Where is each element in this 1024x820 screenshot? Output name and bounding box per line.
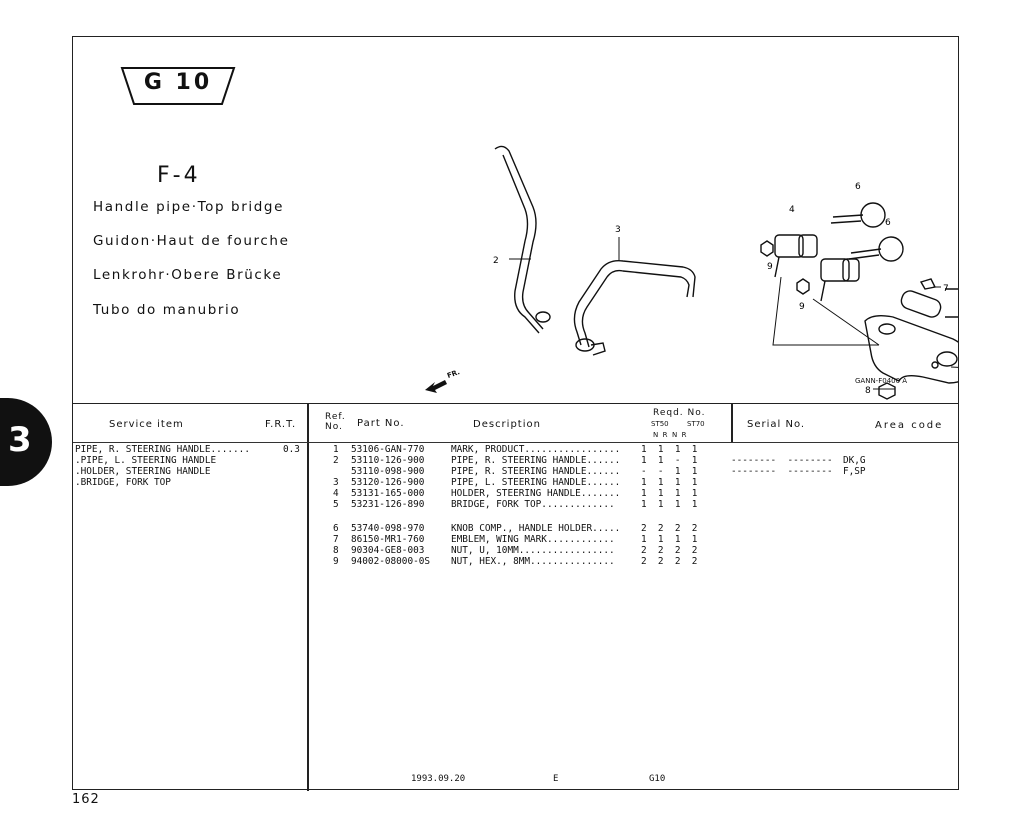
serial-no-header: Serial No. xyxy=(747,419,806,430)
part-description: MARK, PRODUCT................. xyxy=(451,444,621,455)
handle-pipe-right-drawing xyxy=(494,145,544,330)
part-number: 53231-126-890 xyxy=(351,499,425,510)
part-label-9a: 9 xyxy=(767,262,773,272)
part-label-2: 2 xyxy=(493,256,499,266)
title-french: Guidon·Haut de fourche xyxy=(93,233,290,249)
part-number: 86150-MR1-760 xyxy=(351,534,425,545)
part-area-code: DK,G xyxy=(843,455,866,466)
part-number: 94002-08000-0S xyxy=(351,556,431,567)
group-badge-label: G 10 xyxy=(143,70,213,95)
part-description: PIPE, L. STEERING HANDLE...... xyxy=(451,477,621,488)
part-quantity: 1 1 1 1 xyxy=(641,534,698,545)
illustration-reference-code: GANN-F0400 A xyxy=(855,377,908,385)
section-tab-number: 3 xyxy=(8,420,32,460)
handle-pipe-left-drawing xyxy=(573,259,696,346)
frt-header: F.R.T. xyxy=(265,419,297,430)
part-ref: 5 xyxy=(333,499,339,510)
front-direction-mark: FR. xyxy=(423,368,463,395)
model-a-header: ST50 xyxy=(651,420,669,428)
part-ref: 2 xyxy=(333,455,339,466)
nr-subheader: N R N R xyxy=(653,431,687,439)
part-ref: 7 xyxy=(333,534,339,545)
ref-no-header-top: Ref. xyxy=(325,412,346,422)
part-ref: 8 xyxy=(333,545,339,556)
parts-catalog-page: G 10 F-4 Handle pipe·Top bridge Guidon·H… xyxy=(72,36,959,791)
part-label-4: 4 xyxy=(789,205,795,215)
part-number: 53110-126-900 xyxy=(351,455,425,466)
part-quantity: 1 1 - 1 xyxy=(641,455,698,466)
part-ref: 1 xyxy=(333,444,339,455)
part-description: KNOB COMP., HANDLE HOLDER..... xyxy=(451,523,621,534)
part-description: BRIDGE, FORK TOP............. xyxy=(451,499,615,510)
column-divider xyxy=(307,403,309,791)
part-label-3: 3 xyxy=(615,225,621,235)
column-divider xyxy=(731,403,733,443)
header-divider xyxy=(73,442,958,443)
exploded-parts-diagram: 1 2 3 4 5 6 6 7 8 9 9 xyxy=(493,145,958,400)
part-label-6b: 6 xyxy=(885,218,891,228)
part-quantity: 2 2 2 2 xyxy=(641,556,698,567)
service-item-header: Service item xyxy=(109,419,184,430)
footer-group-code: G10 xyxy=(649,774,666,784)
title-english: Handle pipe·Top bridge xyxy=(93,199,284,215)
footer-edition: E xyxy=(553,774,559,784)
reqd-no-header: Reqd. No. xyxy=(653,408,706,418)
group-badge: G 10 xyxy=(119,67,237,105)
fork-top-bridge-drawing xyxy=(864,314,958,384)
ref-no-header-bottom: No. xyxy=(325,422,343,432)
part-quantity: 1 1 1 1 xyxy=(641,499,698,510)
part-number: 53110-098-900 xyxy=(351,466,425,477)
part-area-code: F,SP xyxy=(843,466,866,477)
part-description: NUT, HEX., 8MM............... xyxy=(451,556,615,567)
service-item-row: .BRIDGE, FORK TOP xyxy=(75,477,171,488)
part-description: NUT, U, 10MM................. xyxy=(451,545,615,556)
service-item-row: PIPE, R. STEERING HANDLE....... xyxy=(75,444,250,455)
part-quantity: - - 1 1 xyxy=(641,466,698,477)
part-serial: -------- -------- xyxy=(731,455,833,466)
service-item-row: .HOLDER, STEERING HANDLE xyxy=(75,466,211,477)
part-description: HOLDER, STEERING HANDLE....... xyxy=(451,488,621,499)
part-description: PIPE, R. STEERING HANDLE...... xyxy=(451,466,621,477)
part-label-8: 8 xyxy=(865,386,871,396)
page-number: 162 xyxy=(72,792,100,807)
title-german: Lenkrohr·Obere Brücke xyxy=(93,267,283,283)
title-portuguese: Tubo do manubrio xyxy=(93,302,241,318)
area-code-header: Area code xyxy=(875,420,944,431)
description-header: Description xyxy=(473,419,541,430)
part-ref: 6 xyxy=(333,523,339,534)
knob-drawing xyxy=(830,202,904,262)
front-arrow-icon xyxy=(425,380,447,393)
part-number: 53740-098-970 xyxy=(351,523,425,534)
parts-table: Service item F.R.T. Ref. No. Part No. De… xyxy=(73,403,958,791)
part-number: 53131-165-000 xyxy=(351,488,425,499)
part-quantity: 1 1 1 1 xyxy=(641,477,698,488)
steering-holder-drawing xyxy=(774,234,860,302)
part-quantity: 2 2 2 2 xyxy=(641,523,698,534)
part-number: 90304-GE8-003 xyxy=(351,545,425,556)
part-quantity: 1 1 1 1 xyxy=(641,488,698,499)
part-description: PIPE, R. STEERING HANDLE...... xyxy=(451,455,621,466)
part-label-7: 7 xyxy=(943,284,949,294)
part-quantity: 1 1 1 1 xyxy=(641,444,698,455)
part-ref: 4 xyxy=(333,488,339,499)
part-label-6a: 6 xyxy=(855,182,861,192)
part-ref: 3 xyxy=(333,477,339,488)
illustration-panel: G 10 F-4 Handle pipe·Top bridge Guidon·H… xyxy=(73,37,958,404)
service-item-row: .PIPE, L. STEERING HANDLE xyxy=(75,455,217,466)
part-quantity: 2 2 2 2 xyxy=(641,545,698,556)
part-number: 53106-GAN-770 xyxy=(351,444,425,455)
part-serial: -------- -------- xyxy=(731,466,833,477)
part-ref: 9 xyxy=(333,556,339,567)
footer-date: 1993.09.20 xyxy=(411,774,466,784)
part-no-header: Part No. xyxy=(357,418,405,429)
part-label-9b: 9 xyxy=(799,302,805,312)
service-item-frt: 0.3 xyxy=(283,444,300,455)
model-b-header: ST70 xyxy=(687,420,705,428)
part-number: 53120-126-900 xyxy=(351,477,425,488)
figure-number: F-4 xyxy=(157,163,201,188)
part-description: EMBLEM, WING MARK............ xyxy=(451,534,615,545)
badge-frame-icon xyxy=(120,67,236,105)
